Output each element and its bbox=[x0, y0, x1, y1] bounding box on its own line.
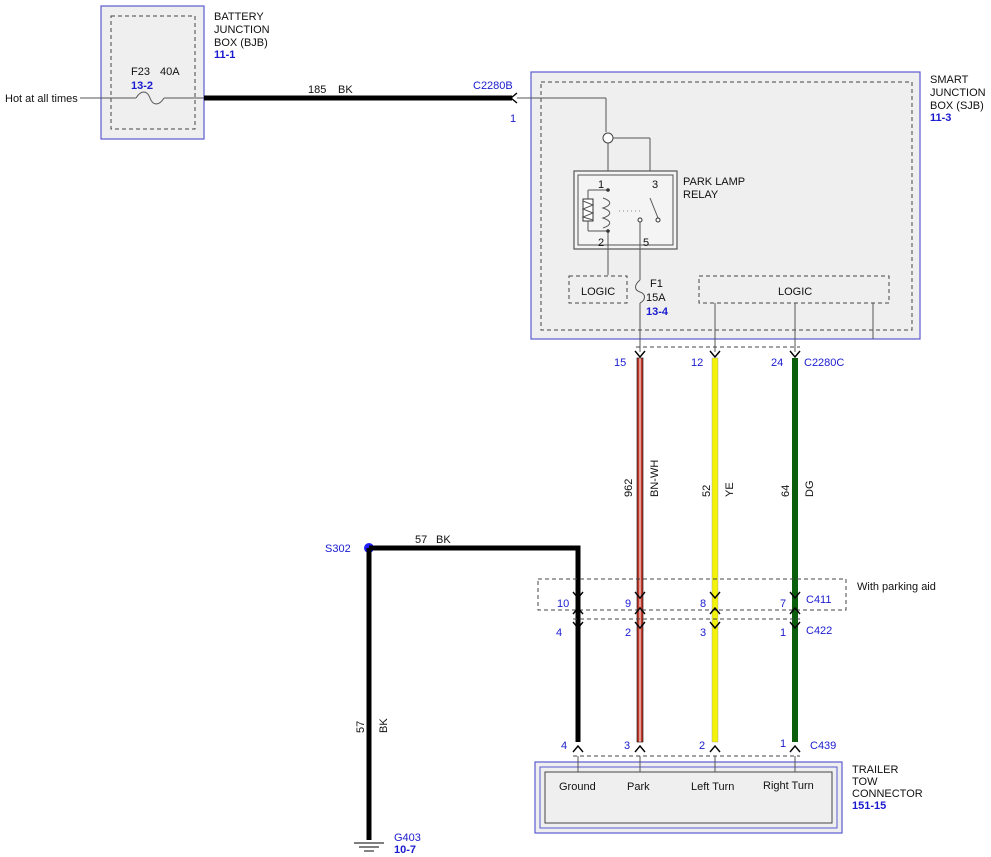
c422-pin-park: 2 bbox=[625, 627, 631, 639]
pin-top-12: 12 bbox=[691, 357, 703, 369]
relay-title-1: PARK LAMP bbox=[683, 176, 745, 188]
trailer-connector-box bbox=[534, 761, 843, 834]
pin-top-24: 24 bbox=[771, 357, 783, 369]
bjb-ref[interactable]: 11-1 bbox=[214, 49, 235, 61]
logic-box-right bbox=[698, 275, 890, 304]
wire-64-circuit: 64 bbox=[780, 485, 792, 497]
bjb-box bbox=[100, 5, 205, 140]
trailer-pin-left: Left Turn bbox=[691, 781, 734, 793]
c422-pin-left: 3 bbox=[700, 627, 706, 639]
s302-label: S302 bbox=[325, 543, 351, 555]
bjb-fuse-icon bbox=[135, 91, 165, 105]
c411-pin-right: 7 bbox=[780, 598, 786, 610]
trailer-title-2: TOW bbox=[852, 776, 878, 788]
c439-pins bbox=[572, 744, 801, 753]
bjb-fuse-ref[interactable]: 13-2 bbox=[131, 80, 153, 92]
c2280b-pin: 1 bbox=[510, 113, 516, 125]
trailer-pin-park: Park bbox=[627, 781, 650, 793]
relay-title-2: RELAY bbox=[683, 189, 719, 201]
wire-57-color: BK bbox=[436, 534, 451, 546]
bjb-title-1: BATTERY bbox=[214, 11, 264, 23]
wire-57-lower-circuit: 57 bbox=[355, 721, 367, 733]
c422-pin-ground: 4 bbox=[556, 627, 562, 639]
sjb-fuse-icon bbox=[635, 279, 645, 304]
trailer-title-1: TRAILER bbox=[852, 764, 899, 776]
pin-top-15: 15 bbox=[614, 357, 626, 369]
c411-pin-left: 8 bbox=[700, 598, 706, 610]
relay-pin-5: 5 bbox=[643, 237, 649, 249]
splice-icon bbox=[602, 132, 614, 144]
c411-box bbox=[537, 578, 847, 611]
relay-pin-2: 2 bbox=[598, 237, 604, 249]
sjb-fuse-ref[interactable]: 13-4 bbox=[646, 306, 669, 318]
logic-right: LOGIC bbox=[778, 286, 812, 298]
hot-label: Hot at all times bbox=[5, 93, 78, 105]
c439-pin-ground: 4 bbox=[561, 740, 567, 752]
sjb-title-3: BOX (SJB) bbox=[930, 100, 984, 112]
sjb-fuse-name: F1 bbox=[650, 278, 663, 290]
bjb-title-2: JUNCTION bbox=[214, 24, 270, 36]
bjb-fuse-name: F23 bbox=[131, 66, 150, 78]
trailer-pin-right: Right Turn bbox=[763, 780, 814, 792]
c411-pin-park: 9 bbox=[625, 598, 631, 610]
wire-57-lower-color: BK bbox=[378, 718, 390, 733]
bjb-inner bbox=[110, 15, 196, 130]
wire-57-circuit: 57 bbox=[415, 534, 427, 546]
c422-label: C422 bbox=[806, 625, 832, 637]
c411-pins bbox=[572, 591, 801, 630]
wire-52-circuit: 52 bbox=[701, 485, 713, 497]
wire-962-color: BN-WH bbox=[649, 460, 661, 497]
wire-64-color: DG bbox=[804, 481, 816, 498]
g403-label: G403 bbox=[394, 832, 421, 844]
trailer-pin-ground: Ground bbox=[559, 781, 596, 793]
c439-pin-park: 3 bbox=[624, 740, 630, 752]
sjb-ref[interactable]: 11-3 bbox=[930, 112, 951, 124]
c2280b-pin-icon bbox=[509, 92, 518, 104]
wire-962-circuit: 962 bbox=[623, 479, 635, 497]
sjb-title-2: JUNCTION bbox=[930, 87, 986, 99]
c411-pin-ground: 10 bbox=[557, 598, 569, 610]
wire-57-upper bbox=[369, 545, 581, 742]
wire-52-color: YE bbox=[724, 482, 736, 497]
c439-pin-left: 2 bbox=[699, 740, 705, 752]
bjb-fuse-rating: 40A bbox=[160, 66, 180, 78]
logic-left: LOGIC bbox=[581, 286, 615, 298]
sjb-fuse-rating: 15A bbox=[646, 292, 666, 304]
c439-label: C439 bbox=[810, 740, 836, 752]
wire-185-color: BK bbox=[338, 84, 353, 96]
wire-64-dg bbox=[792, 358, 798, 742]
wire-185-circuit: 185 bbox=[308, 84, 326, 96]
c411-note: With parking aid bbox=[857, 581, 936, 593]
logic-box-left bbox=[568, 275, 628, 304]
c422-pin-right: 1 bbox=[780, 627, 786, 639]
sjb-title-1: SMART bbox=[930, 74, 969, 86]
c411-label: C411 bbox=[806, 594, 831, 606]
g403-ref[interactable]: 10-7 bbox=[394, 844, 416, 856]
relay-switch-icon bbox=[649, 197, 659, 219]
sjb-inner bbox=[540, 81, 913, 331]
bjb-title-3: BOX (BJB) bbox=[214, 37, 268, 49]
relay-pin-3: 3 bbox=[652, 179, 658, 191]
relay-pin-1: 1 bbox=[598, 179, 604, 191]
c439-pin-right: 1 bbox=[780, 738, 786, 750]
c2280b-label: C2280B bbox=[473, 80, 513, 92]
c2280c-label: C2280C bbox=[804, 357, 844, 369]
trailer-title-3: CONNECTOR bbox=[852, 788, 923, 800]
wire-52-ye bbox=[711, 357, 719, 743]
trailer-ref[interactable]: 151-15 bbox=[852, 800, 886, 812]
